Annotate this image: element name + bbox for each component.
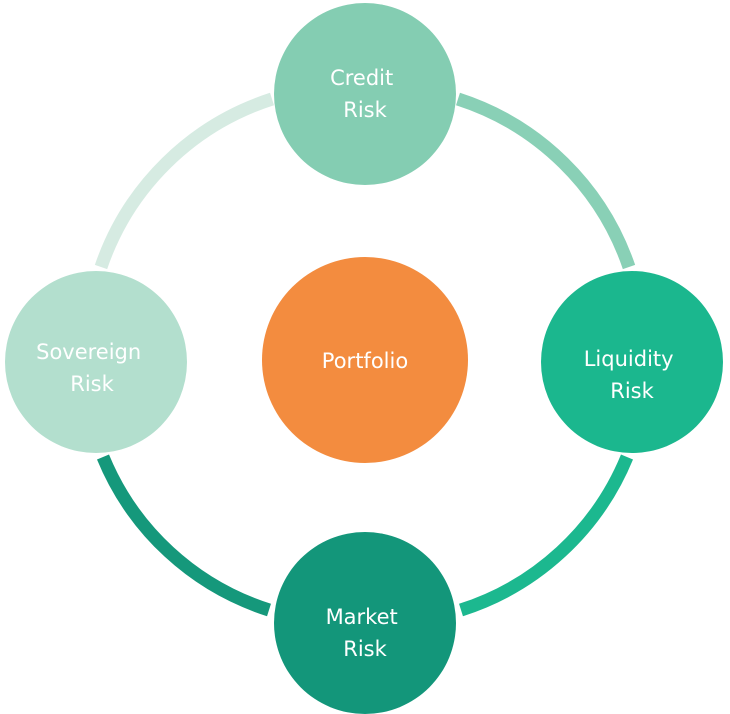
- ring-arc-sovereign-credit: [94, 92, 274, 270]
- credit-risk-label-line-1: Credit: [330, 66, 393, 90]
- center-circle: [262, 257, 468, 463]
- center-label: Portfolio: [322, 349, 408, 373]
- market-risk-label-line-2: Risk: [343, 637, 387, 661]
- node-sovereign-risk: Sovereign Risk: [5, 271, 187, 453]
- liquidity-risk-circle: [541, 271, 723, 453]
- credit-risk-label-line-2: Risk: [343, 98, 387, 122]
- sovereign-risk-label-line-1: Sovereign: [36, 340, 141, 364]
- ring-arc-credit-liquidity: [456, 92, 636, 270]
- liquidity-risk-label: Liquidity Risk: [584, 347, 681, 403]
- sovereign-risk-circle: [5, 271, 187, 453]
- ring: [94, 92, 636, 617]
- liquidity-risk-label-line-1: Liquidity: [584, 347, 674, 371]
- ring-arc-liquidity-market: [459, 454, 634, 617]
- sovereign-risk-label: Sovereign Risk: [36, 340, 148, 396]
- node-liquidity-risk: Liquidity Risk: [541, 271, 723, 453]
- market-risk-label-line-1: Market: [326, 605, 398, 629]
- ring-arc-market-sovereign: [96, 454, 271, 617]
- credit-risk-label: Credit Risk: [330, 66, 400, 122]
- sovereign-risk-label-line-2: Risk: [70, 372, 114, 396]
- node-market-risk: Market Risk: [274, 532, 456, 714]
- market-risk-circle: [274, 532, 456, 714]
- center-node-portfolio: Portfolio: [262, 257, 468, 463]
- credit-risk-circle: [274, 3, 456, 185]
- node-credit-risk: Credit Risk: [274, 3, 456, 185]
- market-risk-label: Market Risk: [326, 605, 405, 661]
- liquidity-risk-label-line-2: Risk: [610, 379, 654, 403]
